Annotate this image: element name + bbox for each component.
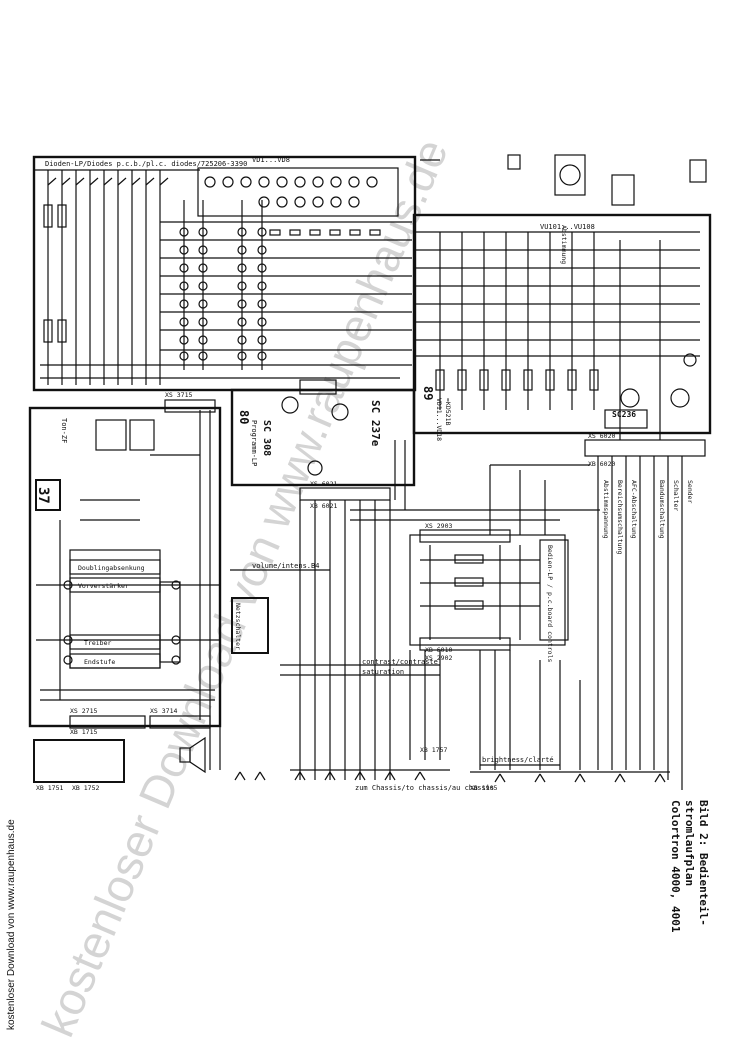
board-89-transistors	[620, 353, 697, 408]
sc236-chip	[604, 409, 648, 429]
module-37-number: 37	[35, 487, 51, 504]
connector-label-4: XB 1751	[36, 784, 63, 792]
label-control-board: Bedien-LP / p.c.board controls	[546, 545, 554, 662]
label-saturation: saturation	[362, 668, 404, 676]
label-kd521: ≈KD521B	[444, 398, 452, 425]
note-1: Bereichsumschaltung	[616, 480, 624, 554]
left-resistors	[43, 204, 67, 343]
resistor-ladder	[269, 229, 381, 236]
note-3: Bandumschaltung	[658, 480, 666, 539]
label-program-board: Programm-LP	[250, 420, 258, 466]
note-0: Abstimmspannung	[602, 480, 610, 539]
label-vd1-vd8: VD1...VD8	[252, 156, 290, 164]
connector-label-13: XB 1905	[470, 784, 497, 792]
top-right-components	[420, 154, 707, 206]
stage-driver-label: Treiber	[84, 639, 111, 647]
connector-box-xb1751	[33, 739, 125, 783]
chassis-connectors	[234, 769, 670, 783]
stage-doubling-label: Doublingabsenkung	[78, 564, 145, 572]
note-4: Schalter	[672, 480, 680, 511]
wiring-harness	[199, 410, 641, 780]
label-contrast: contrast/contraste	[362, 658, 438, 666]
label-vu101: VU101...VU108	[540, 223, 595, 231]
mains-switch-box	[231, 597, 269, 654]
diode-rows	[40, 221, 412, 379]
watermark-side: kostenloser Download von www.raupenhaus.…	[6, 819, 17, 1030]
connector-xs2903	[419, 529, 511, 543]
control-board-potentiometers	[420, 545, 540, 640]
caption-line-2: stromlaufplan	[683, 800, 696, 886]
label-sc237: SC 237e	[369, 400, 382, 447]
connector-label-14: XB 1757	[420, 746, 447, 754]
module-89-number: 89	[421, 386, 435, 400]
stage-doubling	[69, 559, 161, 575]
connector-xs2902	[419, 637, 511, 651]
transistor-circles	[204, 176, 378, 208]
note-2: AFC-Abschaltung	[630, 480, 638, 539]
transistor-vt05	[307, 460, 323, 476]
transistor-sc237	[331, 403, 349, 421]
label-ton-zf: Ton-ZF	[60, 418, 68, 443]
note-5: Sender	[686, 480, 694, 504]
connector-xs6020-pins	[597, 456, 683, 790]
program-board-outline	[230, 388, 416, 487]
diode-matrix	[179, 227, 267, 361]
connector-label-6: XS 6021	[310, 480, 337, 488]
control-board-label-box	[539, 539, 569, 641]
connector-label-1: XB 1715	[70, 728, 97, 736]
connector-label-5: XB 1752	[72, 784, 99, 792]
transistor-sc308	[281, 396, 299, 414]
diode-bus-lines	[47, 170, 263, 385]
label-brightness: brightness/clarté	[482, 756, 554, 764]
label-sc308: SC 308	[261, 420, 272, 456]
connector-label-12: XB 6020	[588, 460, 615, 468]
resistor-block	[299, 379, 337, 395]
label-vd11: VD11...VD18	[435, 398, 443, 441]
board-89-resistors	[435, 369, 599, 391]
figure-caption: Bild 2: Bedienteil- stromlaufplan Colort…	[669, 800, 710, 933]
label-to-chassis: zum Chassis/to chassis/au chassis	[355, 784, 494, 792]
connector-label-11: XS 6020	[588, 432, 615, 440]
label-mains-switch: Netzschalter	[234, 603, 242, 650]
label-tuning: Abstimmung	[560, 225, 568, 264]
control-board-outline	[409, 534, 566, 646]
connector-xs3715	[164, 399, 216, 413]
connector-label-10: XB 6010	[425, 646, 452, 654]
connector-label-0: XS 3715	[165, 391, 192, 399]
switch-contacts	[47, 177, 169, 186]
stage-end-label: Endstufe	[84, 658, 115, 666]
board-37-number-box	[35, 479, 61, 511]
connector-label-3: XS 3714	[150, 707, 177, 715]
caption-line-1: Bild 2: Bedienteil-	[697, 800, 710, 926]
board-89-outline	[412, 213, 712, 435]
connector-xs2715	[69, 715, 146, 729]
board-37-circuit	[36, 419, 220, 701]
connector-label-8: XS 2903	[425, 522, 452, 530]
board-89-rows	[414, 231, 700, 357]
connector-label-2: XS 2715	[70, 707, 97, 715]
connector-label-9: XS 2902	[425, 654, 452, 662]
connector-label-7: XB 6021	[310, 502, 337, 510]
board-89-verticals	[439, 232, 661, 440]
module-80-number: 80	[237, 410, 251, 424]
diode-board-title: Dioden-LP/Diodes p.c.b./pl.c. diodes/725…	[45, 160, 247, 168]
label-volume: volume/intens.B4	[252, 562, 319, 570]
caption-line-3: Colortron 4000, 4001	[669, 800, 682, 933]
ic-side-block	[159, 581, 181, 663]
speaker-symbol	[179, 736, 206, 774]
transistor-array	[197, 167, 399, 217]
connector-xs6020	[584, 439, 706, 457]
label-sc236: SC236	[612, 410, 636, 419]
stage-preamp-label: Vorverstärker	[78, 582, 129, 590]
